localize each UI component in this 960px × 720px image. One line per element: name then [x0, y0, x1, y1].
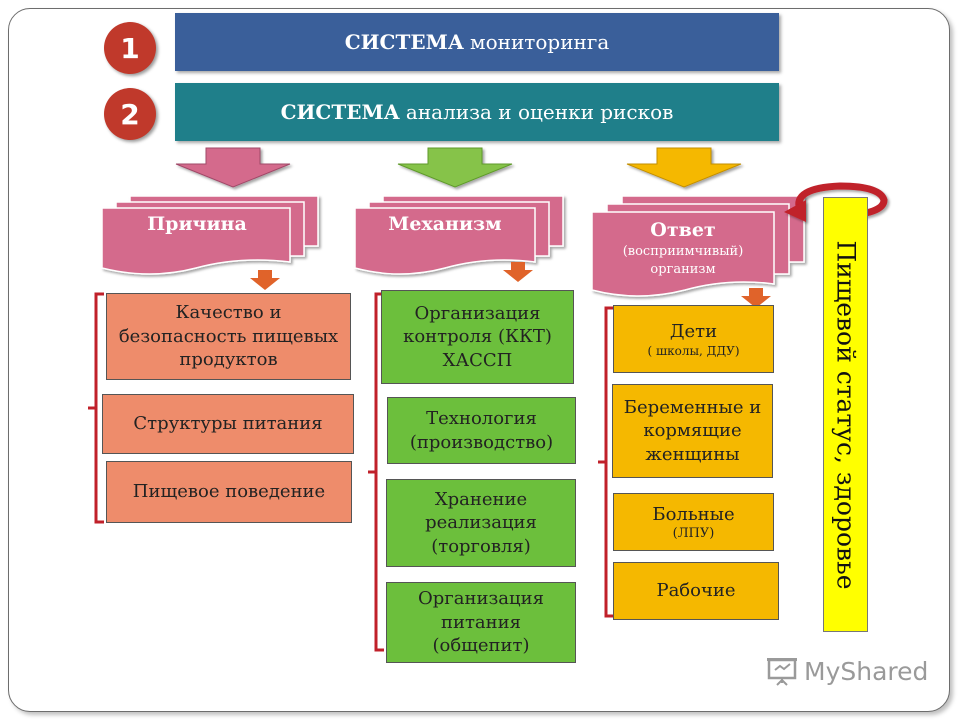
nutritional-status-label: Пищевой статус, здоровье — [823, 197, 868, 632]
risk-bar-bold: СИСТЕМА — [280, 100, 400, 124]
monitoring-bar-text: мониторинга — [470, 30, 610, 54]
monitoring-system-bar: СИСТЕМА мониторинга — [175, 13, 779, 71]
mechanism-item-technology: Технология (производство) — [387, 397, 576, 464]
mechanism-sheet-stack — [354, 195, 564, 275]
mechanism-bracket — [368, 292, 384, 652]
mechanism-down-arrow — [397, 147, 513, 188]
curved-return-arrow — [784, 182, 888, 222]
response-subtitle: (восприимчивый) организм — [622, 244, 744, 278]
step-2-number: 2 — [120, 97, 140, 131]
step-2-badge: 2 — [104, 88, 156, 140]
cause-item-food-quality: Качество и безопасность пищевых продукто… — [106, 293, 351, 380]
mechanism-title: Механизм — [388, 213, 502, 235]
response-item-workers: Рабочие — [613, 562, 779, 620]
risk-bar-text: анализа и оценки рисков — [405, 100, 674, 124]
presentation-icon — [767, 658, 797, 686]
mechanism-item-catering: Организация питания (общепит) — [386, 582, 576, 663]
mechanism-item-control: Организация контроля (ККТ) ХАССП — [381, 290, 574, 384]
monitoring-bar-bold: СИСТЕМА — [344, 30, 465, 54]
watermark-text: MyShared — [804, 656, 929, 686]
response-item-children: Дети ( школы, ДДУ) — [613, 305, 774, 373]
mechanism-small-arrow — [503, 262, 533, 282]
response-sheet-stack — [591, 195, 805, 297]
step-1-number: 1 — [120, 31, 140, 65]
response-title: Ответ — [650, 219, 716, 241]
cause-small-arrow — [250, 270, 280, 290]
response-bracket — [598, 306, 614, 618]
mechanism-item-storage: Хранение реализация (торговля) — [386, 479, 576, 567]
cause-item-nutrition-structure: Структуры питания — [102, 394, 354, 454]
cause-bracket — [88, 292, 104, 524]
step-1-badge: 1 — [104, 22, 156, 74]
response-item-patients: Больные (ЛПУ) — [613, 493, 774, 551]
cause-item-food-behavior: Пищевое поведение — [106, 461, 352, 523]
response-item-pregnant: Беременные и кормящие женщины — [612, 384, 773, 478]
cause-title: Причина — [147, 213, 247, 235]
risk-analysis-bar: СИСТЕМА анализа и оценки рисков — [175, 83, 779, 141]
response-small-arrow — [741, 288, 771, 308]
myshared-logo: MyShared — [766, 656, 928, 686]
response-down-arrow — [626, 147, 742, 188]
cause-sheet-stack — [101, 195, 319, 275]
response-title-block: Ответ (восприимчивый) организм — [594, 219, 772, 279]
cause-down-arrow — [175, 147, 291, 188]
